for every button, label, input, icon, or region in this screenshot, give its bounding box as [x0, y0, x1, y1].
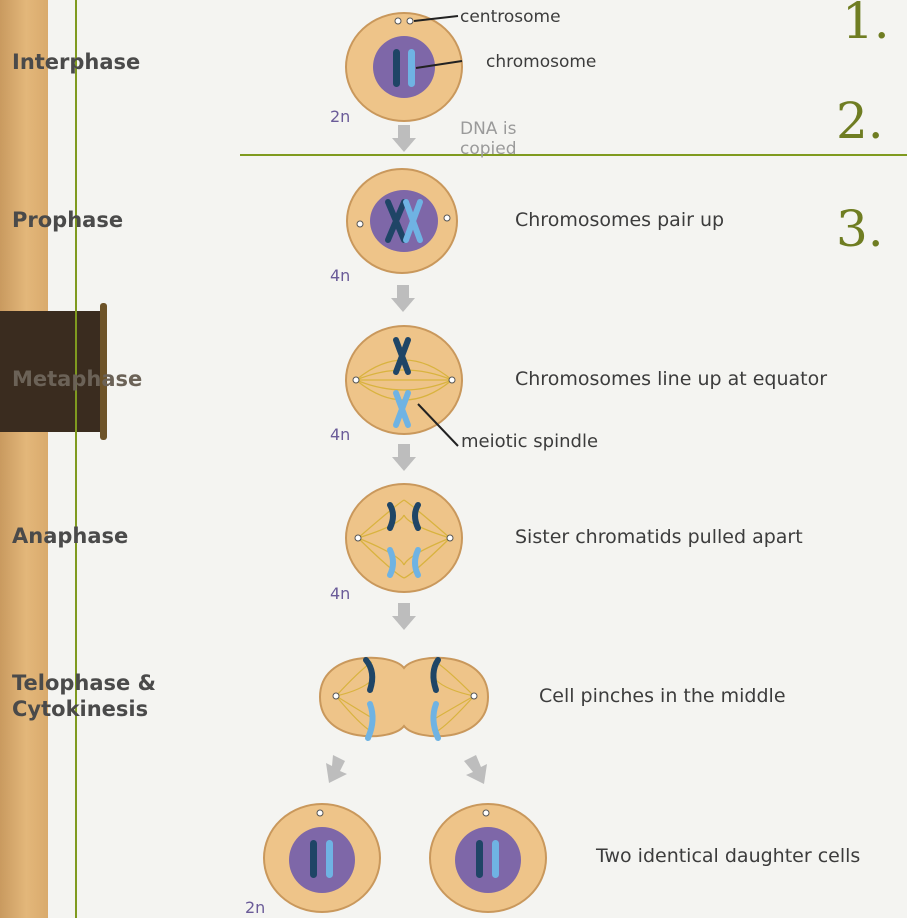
daughter-cells-description: Two identical daughter cells: [596, 845, 860, 867]
daughter-cell-right: [430, 804, 546, 912]
ploidy-daughter: 2n: [245, 898, 265, 917]
centrosome-label: centrosome: [460, 7, 561, 27]
list-number-3: 3.: [836, 204, 884, 254]
phase-label-interphase: Interphase: [12, 49, 140, 75]
dna-copied-label: DNA is copied: [460, 119, 517, 159]
arrow: [464, 755, 487, 784]
phase-label-prophase: Prophase: [12, 207, 123, 233]
anaphase-cell: [346, 484, 462, 592]
phase-label-anaphase: Anaphase: [12, 523, 128, 549]
arrow: [392, 603, 416, 630]
metaphase-cell: [346, 326, 462, 446]
list-number-2: 2.: [836, 96, 884, 146]
arrow: [392, 125, 416, 152]
interphase-cell: [346, 13, 462, 121]
arrow: [391, 285, 415, 312]
arrow: [326, 755, 347, 783]
chromosome-dark: [393, 49, 400, 87]
prophase-cell: [347, 169, 457, 273]
ploidy-anaphase: 4n: [330, 584, 350, 603]
phase-label-telophase: Telophase & Cytokinesis: [12, 670, 156, 722]
arrow: [392, 444, 416, 471]
phase-label-metaphase: Metaphase: [12, 366, 142, 392]
ploidy-metaphase: 4n: [330, 425, 350, 444]
prophase-description: Chromosomes pair up: [515, 209, 724, 231]
metaphase-description: Chromosomes line up at equator: [515, 368, 827, 390]
telophase-description: Cell pinches in the middle: [539, 685, 786, 707]
horizontal-divider: [240, 154, 907, 156]
ploidy-prophase: 4n: [330, 266, 350, 285]
chromosome-label: chromosome: [486, 52, 596, 72]
anaphase-description: Sister chromatids pulled apart: [515, 526, 803, 548]
meiotic-spindle-label: meiotic spindle: [461, 431, 598, 452]
ploidy-interphase: 2n: [330, 107, 350, 126]
daughter-cell-left: [264, 804, 380, 912]
chromosome-light: [408, 49, 415, 87]
list-number-1: 1.: [842, 0, 890, 46]
telophase-cell: [320, 658, 488, 738]
